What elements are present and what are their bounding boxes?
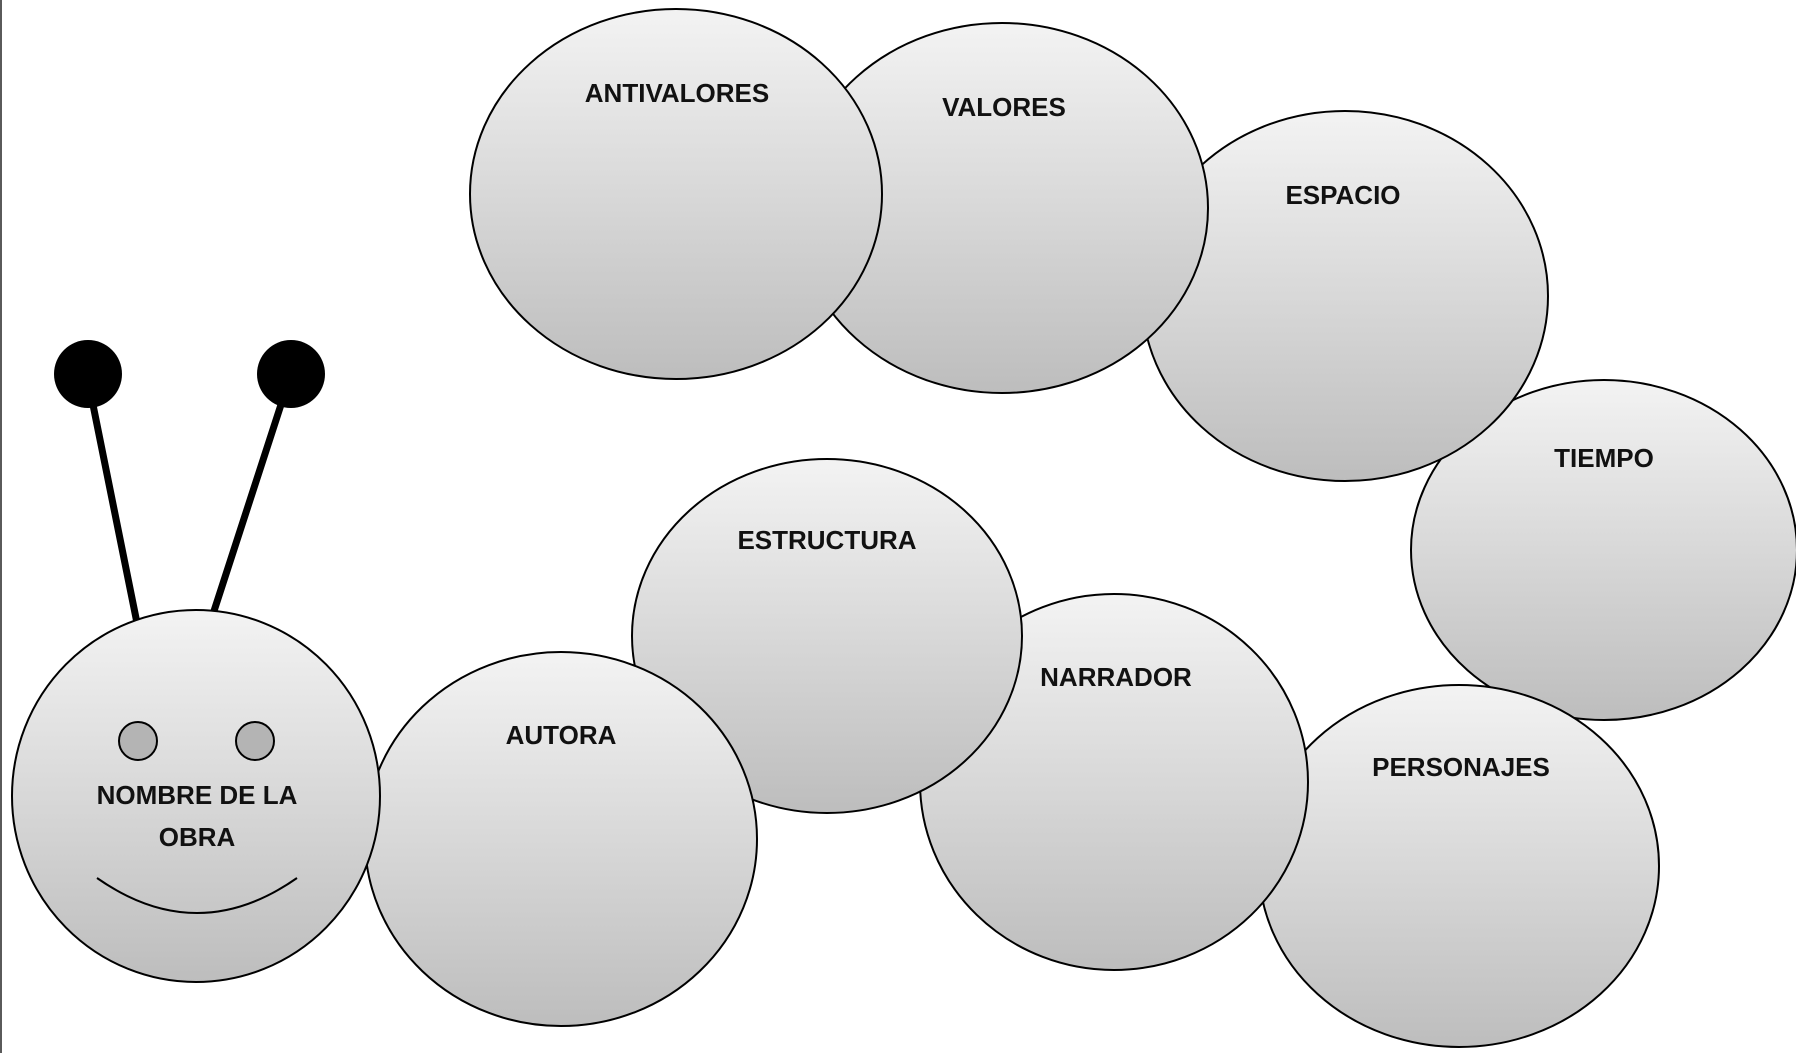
head-label-line2: OBRA xyxy=(159,822,236,852)
antenna-right-ball xyxy=(257,340,325,408)
segment-valores-label: VALORES xyxy=(942,92,1066,122)
segment-estructura: ESTRUCTURA xyxy=(631,458,1023,814)
head-label-line1: NOMBRE DE LA xyxy=(97,780,298,810)
segment-personajes-label: PERSONAJES xyxy=(1372,752,1550,782)
caterpillar-head: NOMBRE DE LA OBRA xyxy=(11,609,381,983)
right-eye xyxy=(235,721,275,761)
segment-espacio: ESPACIO xyxy=(1141,110,1549,482)
segment-antivalores: ANTIVALORES xyxy=(469,8,883,380)
smile-mouth xyxy=(96,877,298,914)
segment-narrador: NARRADOR xyxy=(919,593,1309,971)
segment-autora-label: AUTORA xyxy=(506,720,617,750)
antenna-left-ball xyxy=(54,340,122,408)
segment-estructura-label: ESTRUCTURA xyxy=(737,525,916,555)
segment-narrador-label: NARRADOR xyxy=(1040,662,1192,692)
segment-autora: AUTORA xyxy=(364,651,758,1027)
left-eye xyxy=(118,721,158,761)
segment-tiempo-label: TIEMPO xyxy=(1554,443,1654,473)
segment-tiempo: TIEMPO xyxy=(1410,379,1796,721)
antenna-left xyxy=(54,340,141,627)
page-left-border xyxy=(0,0,2,1053)
segment-personajes: PERSONAJES xyxy=(1258,684,1660,1048)
segment-antivalores-label: ANTIVALORES xyxy=(585,78,769,108)
antenna-right xyxy=(210,340,325,615)
segment-espacio-label: ESPACIO xyxy=(1285,180,1400,210)
